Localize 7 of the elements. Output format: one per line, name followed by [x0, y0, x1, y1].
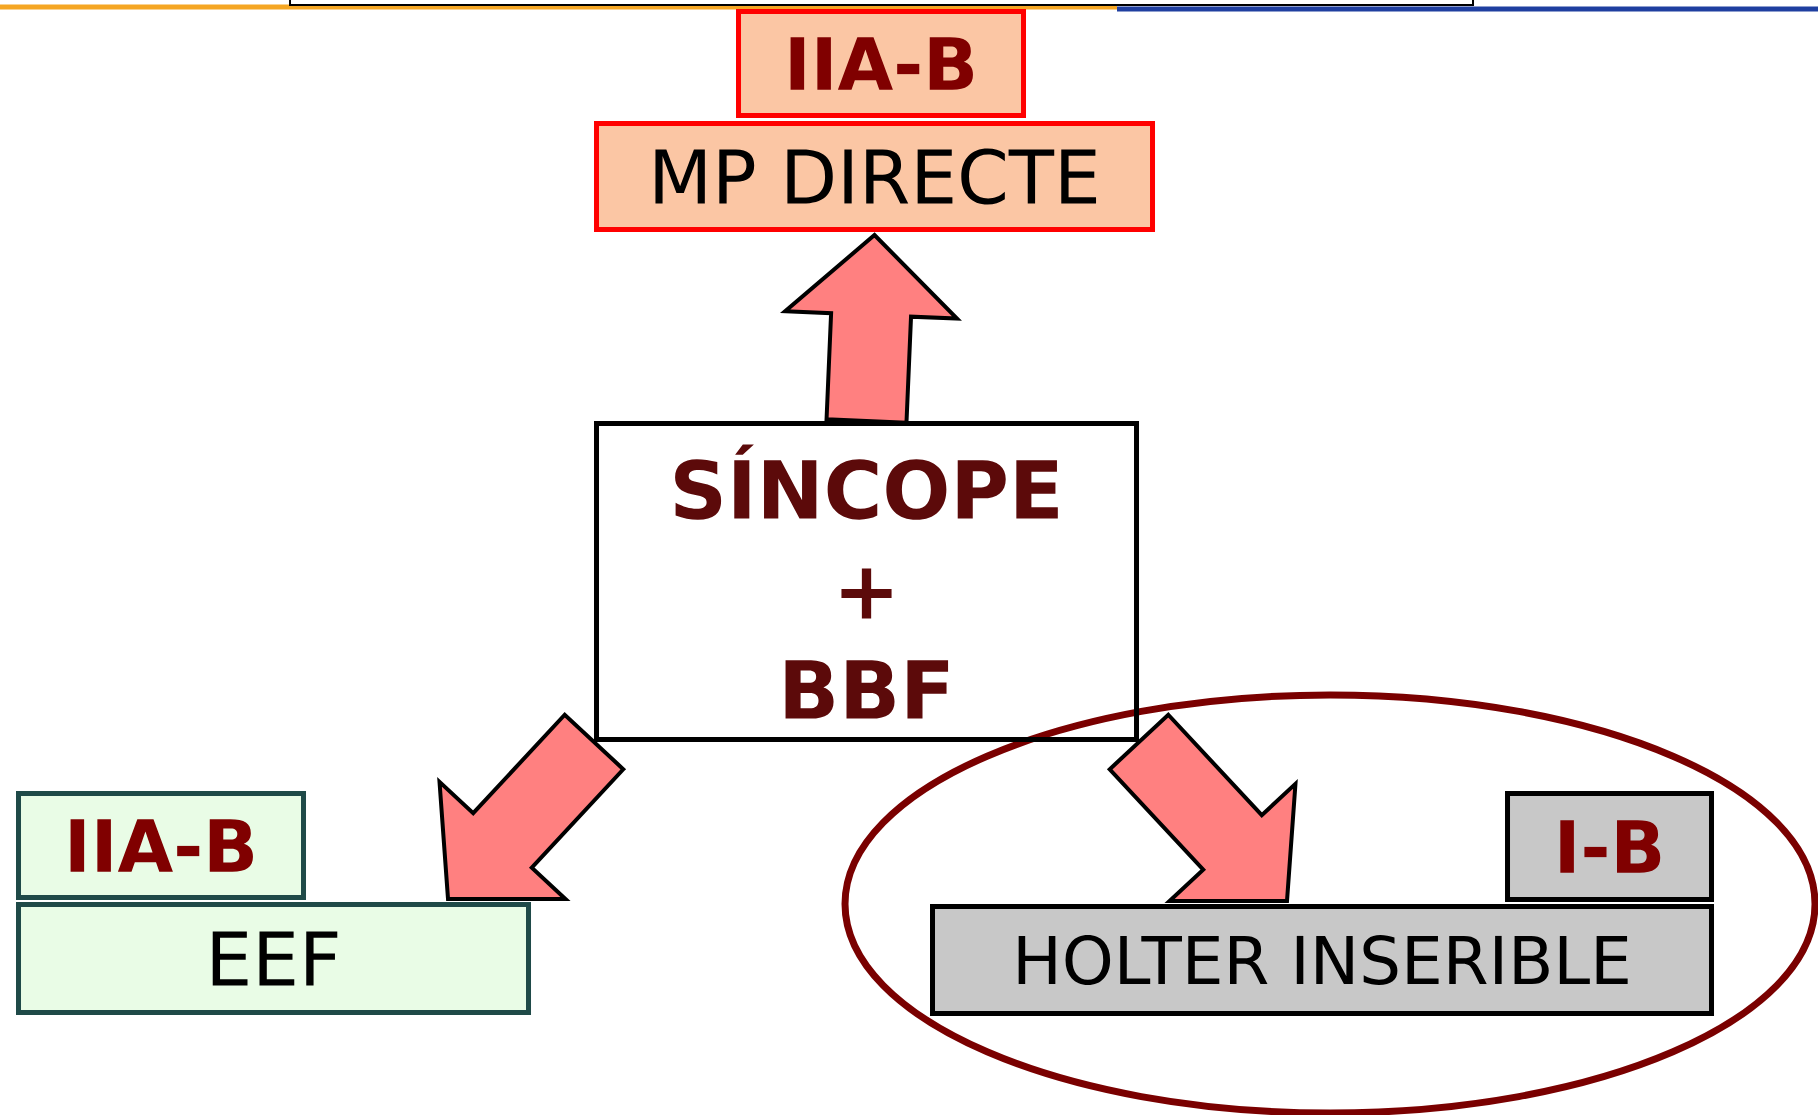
level-box: IIA-B	[16, 791, 306, 900]
test-box: EEF	[16, 902, 531, 1015]
test-box: HOLTER INSERIBLE	[930, 904, 1714, 1016]
condition-box: SÍNCOPE + BBF	[594, 421, 1139, 742]
level-box: IIA-B	[736, 9, 1026, 118]
test-box: MP DIRECTE	[594, 121, 1155, 232]
level-box: I-B	[1505, 791, 1714, 902]
